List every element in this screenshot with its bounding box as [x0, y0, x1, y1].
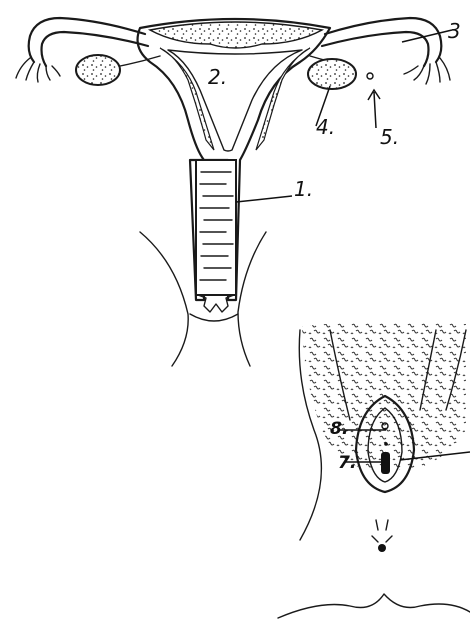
- egg-cell: [367, 73, 373, 79]
- label-1: 1.: [294, 177, 313, 201]
- right-ovary: [308, 59, 356, 89]
- leader-1: [236, 196, 292, 202]
- vaginal-canal: [196, 160, 236, 295]
- label-2: 2.: [208, 65, 227, 89]
- buttocks-outline: [278, 594, 470, 618]
- left-ovary: [76, 55, 120, 85]
- urethral-opening: [384, 442, 388, 446]
- perineum-lines: [372, 520, 392, 542]
- right-pelvis-outline: [238, 232, 266, 366]
- label-7: 7.: [338, 453, 356, 473]
- label-8: 8.: [330, 419, 348, 439]
- uterus-wall-stipple: [150, 22, 322, 48]
- label-5: 5.: [380, 125, 399, 149]
- uterus-illustration: 2. 3 4. 5. 1.: [16, 18, 461, 366]
- uterine-cavity: [168, 50, 302, 151]
- label-4: 4.: [316, 115, 335, 139]
- perineum-curve: [190, 314, 238, 321]
- vaginal-opening: [381, 452, 390, 474]
- right-wall-stipple: [256, 48, 310, 150]
- leader-5-arrow: [368, 90, 380, 128]
- label-3: 3: [448, 19, 461, 43]
- anus: [378, 544, 386, 552]
- left-wall-stipple: [160, 48, 214, 150]
- vulva-illustration: 8. 7.: [278, 321, 470, 618]
- vaginal-introitus: [198, 295, 234, 312]
- left-pelvis-outline: [140, 232, 188, 366]
- left-fimbriae: [16, 58, 60, 82]
